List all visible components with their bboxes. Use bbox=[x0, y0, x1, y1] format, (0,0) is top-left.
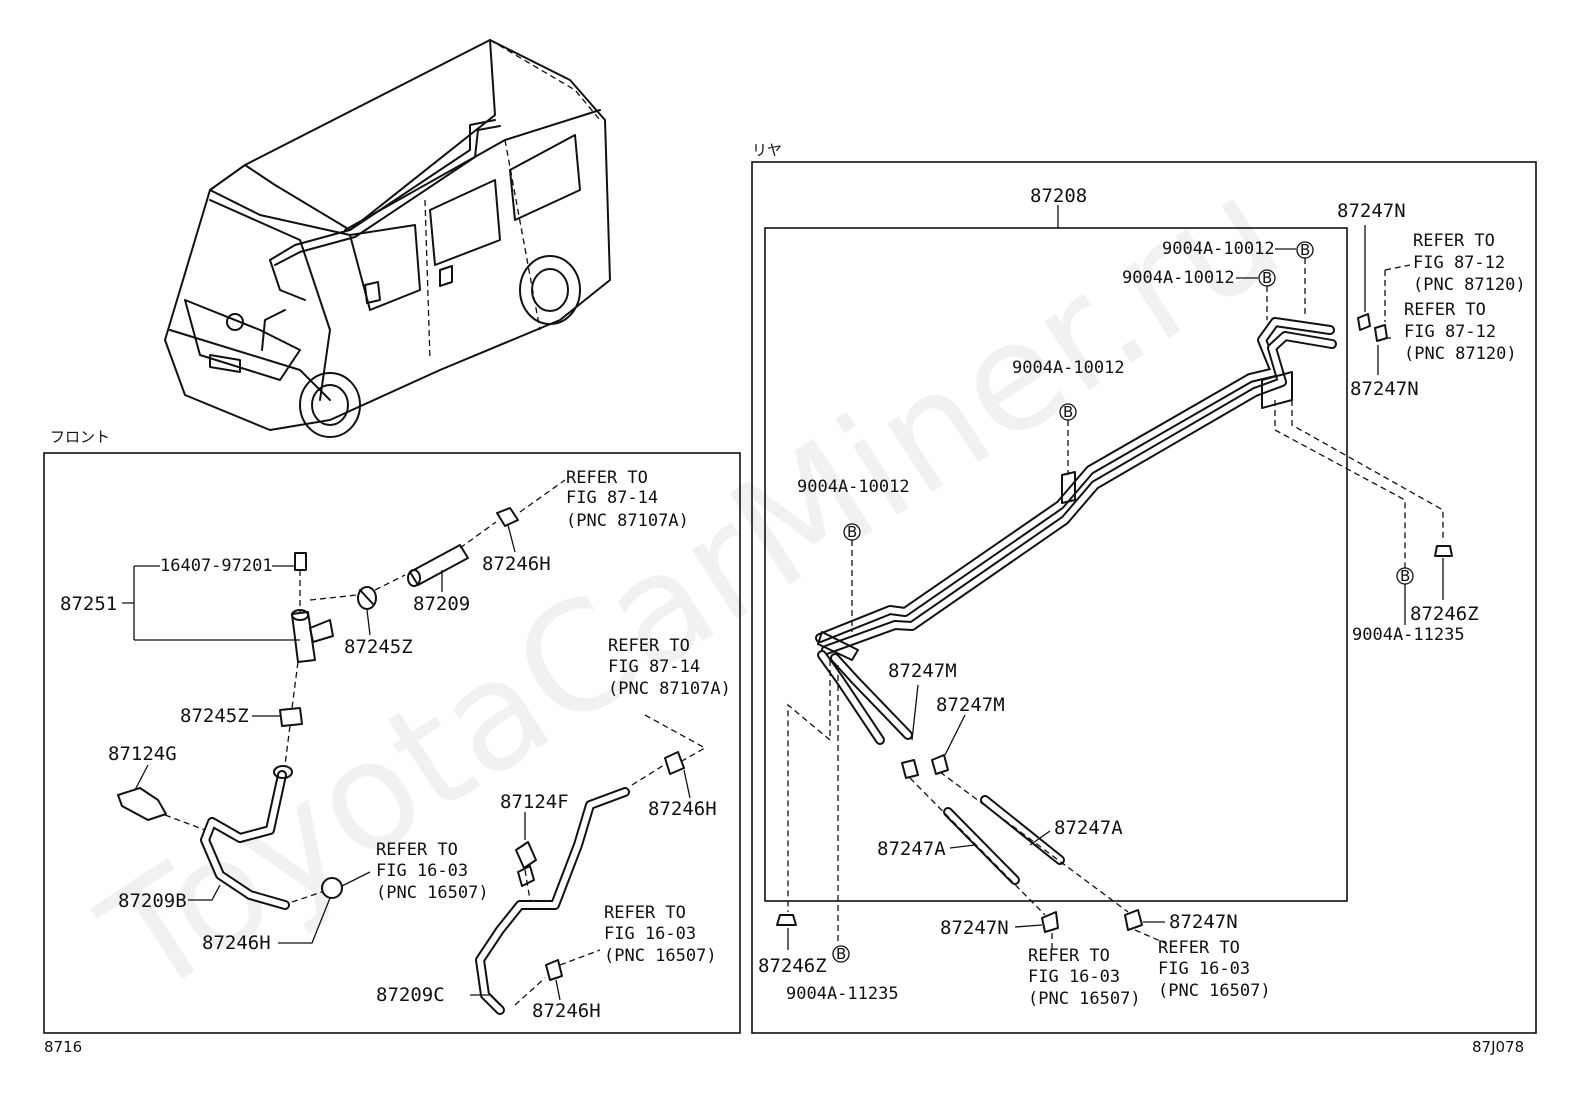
rear-inner-frame bbox=[764, 227, 1348, 902]
b-mark-letters: B B B B B B bbox=[836, 241, 1410, 963]
refer-87-12-b-line1: REFER TO bbox=[1404, 300, 1486, 320]
label-87246h-top: 87246H bbox=[482, 553, 551, 575]
label-87209c: 87209C bbox=[376, 984, 445, 1006]
label-87246h-bottom: 87246H bbox=[532, 1000, 601, 1022]
refer-87-14-a-line3: (PNC 87107A) bbox=[566, 511, 689, 531]
label-87245z-upper: 87245Z bbox=[344, 636, 413, 658]
b-mark-2: B bbox=[1262, 269, 1272, 287]
front-section-code: 8716 bbox=[44, 1038, 82, 1056]
refer-87-12-b-line2: FIG 87-12 bbox=[1404, 322, 1496, 342]
label-87209: 87209 bbox=[413, 593, 470, 615]
label-87247a-left: 87247A bbox=[877, 838, 946, 860]
rear-leaders bbox=[787, 205, 1444, 950]
label-87246z-left: 87246Z bbox=[758, 955, 827, 977]
refer-16-03-d-line1: REFER TO bbox=[1158, 938, 1240, 958]
label-87246h-right: 87246H bbox=[648, 798, 717, 820]
b-mark-3: B bbox=[1063, 403, 1073, 421]
rear-labels: 87208 87247N 9004A-10012 9004A-10012 REF… bbox=[758, 185, 1526, 1009]
refer-16-03-c-line2: FIG 16-03 bbox=[1028, 967, 1120, 987]
refer-87-14-b-line2: FIG 87-14 bbox=[608, 657, 700, 677]
label-87247n-right: 87247N bbox=[1350, 378, 1419, 400]
label-9004a-10012-d: 9004A-10012 bbox=[797, 477, 910, 497]
rear-section-title: リヤ bbox=[752, 141, 782, 159]
label-87247a-right: 87247A bbox=[1054, 817, 1123, 839]
front-section-title: フロント bbox=[50, 428, 110, 446]
label-87247m-a: 87247M bbox=[888, 660, 957, 682]
label-9004a-11235-left: 9004A-11235 bbox=[786, 984, 899, 1004]
label-87246z-right: 87246Z bbox=[1410, 603, 1479, 625]
label-9004a-10012-b: 9004A-10012 bbox=[1122, 268, 1235, 288]
van-illustration bbox=[164, 39, 611, 438]
label-87247n-bottom-right: 87247N bbox=[1169, 911, 1238, 933]
refer-16-03-c-line1: REFER TO bbox=[1028, 946, 1110, 966]
front-leaders bbox=[122, 479, 707, 1006]
refer-87-12-a-line3: (PNC 87120) bbox=[1413, 275, 1526, 295]
refer-16-03-a-line1: REFER TO bbox=[376, 840, 458, 860]
refer-87-12-a-line1: REFER TO bbox=[1413, 231, 1495, 251]
refer-16-03-a-line3: (PNC 16507) bbox=[376, 883, 489, 903]
label-87251: 87251 bbox=[60, 593, 117, 615]
refer-16-03-b-line2: FIG 16-03 bbox=[604, 924, 696, 944]
label-87247m-b: 87247M bbox=[936, 694, 1005, 716]
refer-16-03-b-line1: REFER TO bbox=[604, 903, 686, 923]
refer-16-03-b-line3: (PNC 16507) bbox=[604, 946, 717, 966]
label-9004a-11235-right: 9004A-11235 bbox=[1352, 625, 1465, 645]
b-mark-6: B bbox=[836, 945, 846, 963]
label-87209b: 87209B bbox=[118, 890, 187, 912]
refer-16-03-a-line2: FIG 16-03 bbox=[376, 861, 468, 881]
label-9004a-10012-a: 9004A-10012 bbox=[1162, 239, 1275, 259]
label-87124f: 87124F bbox=[500, 791, 569, 813]
label-87208: 87208 bbox=[1030, 185, 1087, 207]
refer-87-14-b-line1: REFER TO bbox=[608, 636, 690, 656]
label-16407-97201: 16407-97201 bbox=[160, 556, 273, 576]
refer-87-12-a-line2: FIG 87-12 bbox=[1413, 253, 1505, 273]
label-87245z-lower: 87245Z bbox=[180, 705, 249, 727]
refer-16-03-c-line3: (PNC 16507) bbox=[1028, 989, 1141, 1009]
rear-section-code: 87J078 bbox=[1472, 1038, 1524, 1056]
rear-pipes bbox=[776, 313, 1453, 933]
refer-16-03-d-line3: (PNC 16507) bbox=[1158, 981, 1271, 1001]
refer-16-03-d-line2: FIG 16-03 bbox=[1158, 959, 1250, 979]
label-87246h-left: 87246H bbox=[202, 932, 271, 954]
label-87124g: 87124G bbox=[108, 743, 177, 765]
refer-87-12-b-line3: (PNC 87120) bbox=[1404, 344, 1517, 364]
b-mark-1: B bbox=[1300, 241, 1310, 259]
refer-87-14-b-line3: (PNC 87107A) bbox=[608, 679, 731, 699]
refer-87-14-a-line2: FIG 87-14 bbox=[566, 488, 658, 508]
label-87247n-top: 87247N bbox=[1337, 200, 1406, 222]
refer-87-14-a-line1: REFER TO bbox=[566, 468, 648, 488]
rear-section-frame bbox=[751, 161, 1537, 1034]
front-parts bbox=[117, 507, 685, 1015]
front-labels: REFER TO FIG 87-14 (PNC 87107A) 87246H 1… bbox=[60, 468, 731, 1022]
front-section-frame bbox=[43, 452, 741, 1034]
label-9004a-10012-c: 9004A-10012 bbox=[1012, 358, 1125, 378]
label-87247n-bottom-left: 87247N bbox=[940, 917, 1009, 939]
b-mark-4: B bbox=[847, 523, 857, 541]
b-mark-5: B bbox=[1400, 567, 1410, 585]
